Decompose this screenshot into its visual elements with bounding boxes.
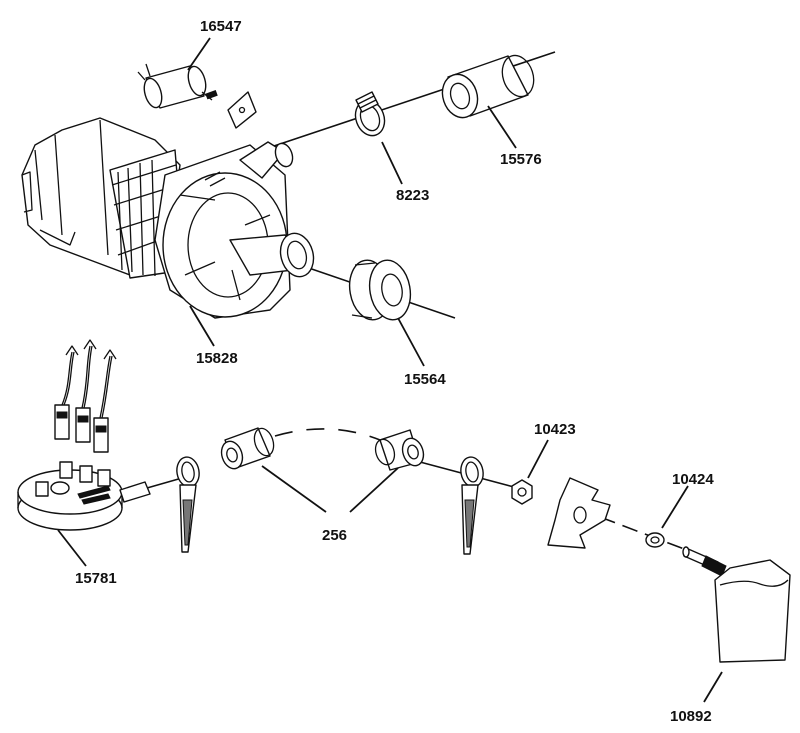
hose-sleeve xyxy=(441,54,535,119)
label-pump-motor: 15828 xyxy=(196,350,238,367)
label-pressure-switch: 15781 xyxy=(75,570,117,587)
label-hose-clips-pair: 256 xyxy=(322,527,347,544)
leader-lines xyxy=(57,37,723,703)
knob-shaft-assembly xyxy=(682,546,791,663)
label-capacitor: 16547 xyxy=(200,18,242,35)
capacitor xyxy=(137,63,257,129)
left-sleeve xyxy=(220,427,275,470)
mounting-plate xyxy=(547,477,611,549)
label-hose-sleeve: 15576 xyxy=(500,151,542,168)
label-washer: 10424 xyxy=(672,471,714,488)
label-hose-clamp: 8223 xyxy=(396,187,429,204)
label-nut: 10423 xyxy=(534,421,576,438)
washer xyxy=(645,532,665,548)
right-hose-clip xyxy=(460,456,484,555)
pump-motor xyxy=(21,117,315,319)
nut xyxy=(511,479,533,505)
label-knob-shaft-assembly: 10892 xyxy=(670,708,712,725)
label-grommet: 15564 xyxy=(404,371,446,388)
hose-clamp xyxy=(354,91,386,137)
pressure-switch xyxy=(17,339,151,531)
part-labels: 16547 8223 15576 15828 15564 15781 256 1… xyxy=(75,18,714,725)
grommet xyxy=(348,259,412,321)
left-hose-clip xyxy=(176,456,200,553)
right-sleeve xyxy=(374,429,425,471)
